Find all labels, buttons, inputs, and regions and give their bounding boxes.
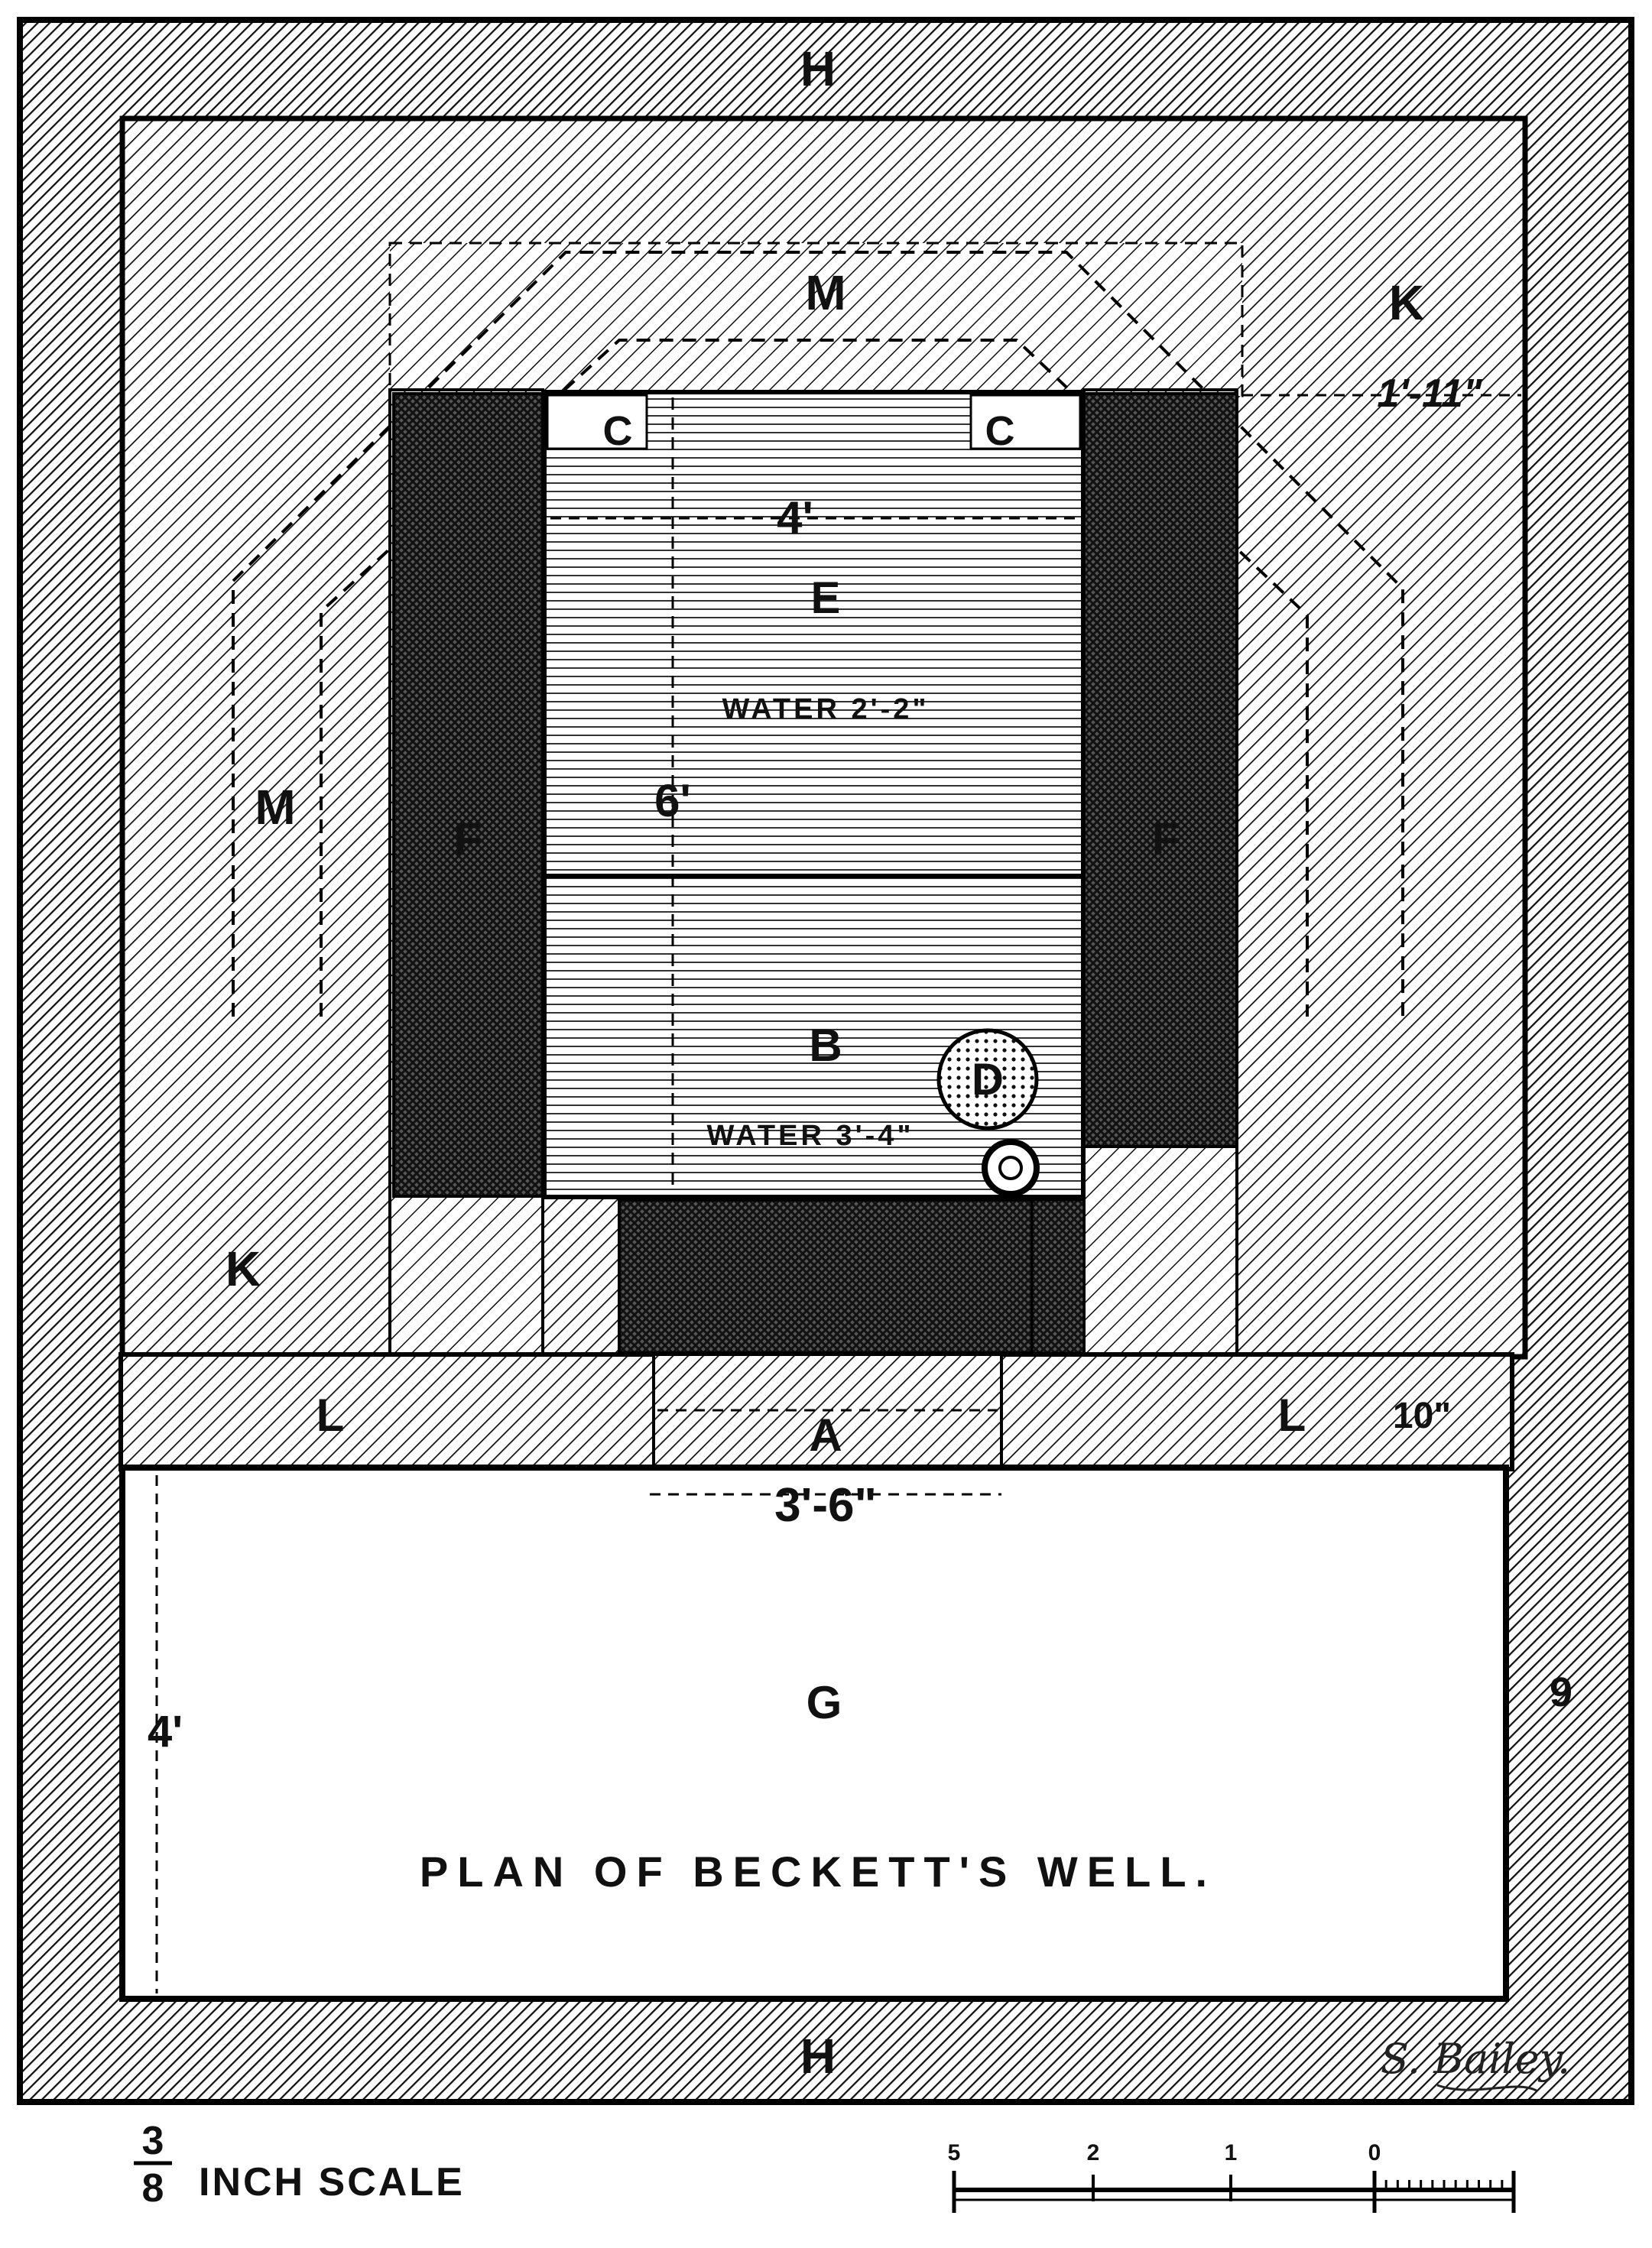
scale-bar bbox=[952, 2171, 1516, 2213]
label-d: D bbox=[972, 1055, 1004, 1105]
label-c-right: C bbox=[985, 408, 1015, 454]
label-k-right: K bbox=[1389, 275, 1424, 330]
label-m-left: M bbox=[255, 780, 295, 835]
scale-tick-5: 5 bbox=[948, 2140, 961, 2165]
label-dim-g: 4' bbox=[148, 1707, 183, 1757]
scale-tick-1: 1 bbox=[1225, 2140, 1238, 2165]
scale-numerator: 3 bbox=[142, 2119, 164, 2163]
label-dim-6: 6' bbox=[654, 775, 691, 826]
label-dim-l: 10" bbox=[1393, 1396, 1451, 1436]
step-c-right bbox=[969, 394, 1082, 450]
pillar-f-left bbox=[392, 392, 544, 1198]
block-bottom bbox=[618, 1199, 1034, 1354]
scale-denominator: 8 bbox=[142, 2166, 164, 2211]
label-water-upper: WATER 2'-2" bbox=[722, 693, 930, 725]
artist-signature: S. Bailey. bbox=[1381, 2035, 1570, 2083]
label-a: A bbox=[809, 1409, 842, 1461]
label-water-lower: WATER 3'-4" bbox=[707, 1120, 914, 1152]
signature-flourish bbox=[1436, 2084, 1537, 2092]
label-m-top: M bbox=[805, 265, 845, 320]
label-l-right: L bbox=[1278, 1390, 1306, 1441]
pillar-f-right bbox=[1082, 392, 1238, 1148]
label-c-left: C bbox=[603, 408, 633, 454]
label-f-left: F bbox=[454, 813, 482, 864]
label-e: E bbox=[811, 573, 841, 623]
label-dim-wall: 9 bbox=[1550, 1669, 1572, 1715]
label-f-right: F bbox=[1152, 813, 1180, 864]
label-g: G bbox=[807, 1677, 842, 1728]
label-k-left: K bbox=[226, 1241, 261, 1296]
scale-text: INCH SCALE bbox=[199, 2160, 465, 2204]
label-dim-3-6: 3'-6" bbox=[774, 1479, 877, 1532]
label-l-left: L bbox=[316, 1390, 345, 1441]
area-g bbox=[119, 1465, 1509, 2002]
label-dim-4: 4' bbox=[777, 492, 813, 543]
label-h-top: H bbox=[800, 41, 836, 96]
label-b: B bbox=[809, 1020, 842, 1071]
basin-e bbox=[542, 390, 1086, 878]
feature-ring-inner bbox=[998, 1156, 1023, 1180]
block-bottom-right bbox=[1030, 1199, 1086, 1354]
outline-m-outer bbox=[232, 251, 1404, 1017]
scale-tick-2: 2 bbox=[1087, 2140, 1100, 2165]
plan-title: PLAN OF BECKETT'S WELL. bbox=[420, 1847, 1216, 1896]
scale-tick-0: 0 bbox=[1368, 2140, 1381, 2165]
feature-d bbox=[936, 1028, 1039, 1130]
step-c-left bbox=[546, 394, 648, 450]
label-h-bottom: H bbox=[800, 2029, 836, 2084]
label-dim-k: 1'-11" bbox=[1377, 371, 1483, 416]
